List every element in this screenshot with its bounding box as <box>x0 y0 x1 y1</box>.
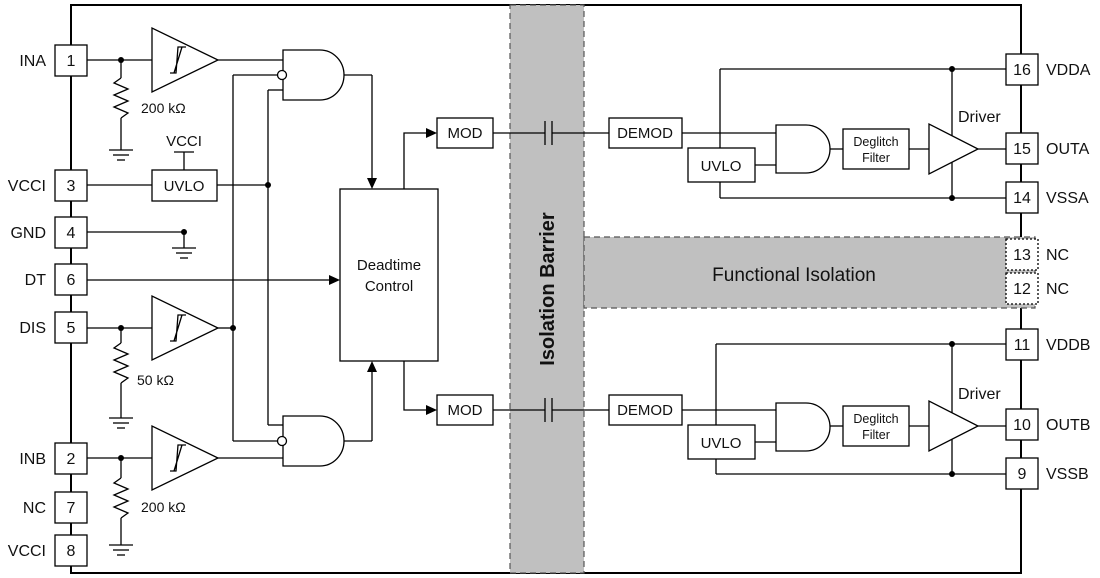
deadtime-control-block: Deadtime Control <box>339 188 439 362</box>
ina-input-path: 200 kΩ <box>87 57 186 161</box>
demod-b-label: DEMOD <box>617 402 673 419</box>
mod-a: MOD <box>403 117 494 189</box>
ina-schmitt-buffer <box>151 26 220 94</box>
svg-text:Deglitch: Deglitch <box>853 135 898 149</box>
isolation-capacitor-a <box>493 121 609 145</box>
svg-text:UVLO: UVLO <box>164 178 205 195</box>
svg-text:Deglitch: Deglitch <box>853 412 898 426</box>
svg-text:12: 12 <box>1013 281 1031 298</box>
svg-text:DIS: DIS <box>19 320 46 337</box>
svg-text:7: 7 <box>67 500 76 517</box>
inb-schmitt-buffer <box>151 424 220 492</box>
functional-isolation: Functional Isolation <box>583 236 1036 309</box>
svg-text:VSSA: VSSA <box>1046 190 1089 207</box>
svg-text:16: 16 <box>1013 62 1031 79</box>
svg-text:GND: GND <box>10 225 46 242</box>
dis-input-path: 50 kΩ <box>87 325 174 429</box>
pin-8-vcci: 8 VCCI <box>8 534 88 567</box>
svg-text:VCCI: VCCI <box>8 178 46 195</box>
demod-a-label: DEMOD <box>617 125 673 142</box>
svg-text:14: 14 <box>1013 190 1031 207</box>
svg-text:6: 6 <box>67 272 76 289</box>
svg-text:VDDA: VDDA <box>1046 62 1091 79</box>
pin-5-dis: 5 DIS <box>19 311 88 344</box>
svg-text:4: 4 <box>67 225 76 242</box>
svg-text:10: 10 <box>1013 417 1031 434</box>
dis-resistor-label: 50 kΩ <box>137 372 174 388</box>
uvlo-a-label: UVLO <box>701 158 742 175</box>
svg-text:13: 13 <box>1013 247 1031 264</box>
uvlo-b-label: UVLO <box>701 435 742 452</box>
channel-b: DEMOD UVLO Deglitch Filter Driver <box>608 341 1006 477</box>
svg-text:9: 9 <box>1018 466 1027 483</box>
svg-text:NC: NC <box>23 500 46 517</box>
functional-isolation-label: Functional Isolation <box>712 265 876 286</box>
svg-text:5: 5 <box>67 320 76 337</box>
svg-text:Control: Control <box>365 278 413 295</box>
svg-text:MOD: MOD <box>448 402 483 419</box>
left-pins: 1 INA 3 VCCI 4 GND 6 DT 5 DIS 2 INB <box>8 44 88 567</box>
isolation-capacitor-b <box>493 398 609 422</box>
svg-text:NC: NC <box>1046 281 1069 298</box>
svg-text:INB: INB <box>19 451 46 468</box>
svg-text:15: 15 <box>1013 141 1031 158</box>
svg-text:Filter: Filter <box>862 428 890 442</box>
svg-text:3: 3 <box>67 178 76 195</box>
dt-path <box>87 275 340 285</box>
isolation-barrier-label: Isolation Barrier <box>537 212 559 366</box>
svg-text:1: 1 <box>67 53 76 70</box>
primary-uvlo: UVLO VCCI <box>87 133 271 202</box>
svg-text:Filter: Filter <box>862 151 890 165</box>
gnd-path <box>87 229 196 259</box>
pin-3-vcci: 3 VCCI <box>8 169 88 202</box>
pin-15-outa: 15 OUTA <box>1005 132 1090 165</box>
ina-resistor-label: 200 kΩ <box>141 100 186 116</box>
driver-b-label: Driver <box>958 386 1001 403</box>
svg-text:DT: DT <box>25 272 47 289</box>
isolation-barrier: Isolation Barrier <box>509 4 585 574</box>
and-gate-a <box>276 49 377 189</box>
pin-9-vssb: 9 VSSB <box>1005 457 1089 490</box>
pin-12-nc: 12 NC <box>1005 272 1069 305</box>
svg-text:2: 2 <box>67 451 76 468</box>
pin-2-inb: 2 INB <box>19 442 88 475</box>
pin-11-vddb: 11 VDDB <box>1005 328 1090 361</box>
logic-bus <box>232 74 283 442</box>
dis-schmitt-buffer <box>151 294 220 362</box>
pin-1-ina: 1 INA <box>19 44 88 77</box>
svg-text:MOD: MOD <box>448 125 483 142</box>
channel-a: DEMOD UVLO Deglitch Filter Driver <box>608 66 1006 201</box>
svg-text:OUTB: OUTB <box>1046 417 1090 434</box>
and-gate-b <box>276 361 377 467</box>
pin-10-outb: 10 OUTB <box>1005 408 1090 441</box>
svg-text:NC: NC <box>1046 247 1069 264</box>
svg-text:OUTA: OUTA <box>1046 141 1090 158</box>
svg-text:Deadtime: Deadtime <box>357 257 421 274</box>
pin-13-nc: 13 NC <box>1005 238 1069 271</box>
driver-a-label: Driver <box>958 109 1001 126</box>
svg-text:INA: INA <box>19 53 46 70</box>
vcci-supply-label: VCCI <box>166 133 202 150</box>
mod-b: MOD <box>403 361 494 426</box>
svg-text:8: 8 <box>67 543 76 560</box>
svg-text:11: 11 <box>1014 337 1031 354</box>
right-pins: 16 VDDA 15 OUTA 14 VSSA 13 NC 12 NC 11 V… <box>1005 53 1091 490</box>
inb-input-path: 200 kΩ <box>87 455 186 556</box>
pin-16-vdda: 16 VDDA <box>1005 53 1091 86</box>
svg-text:VSSB: VSSB <box>1046 466 1089 483</box>
pin-6-dt: 6 DT <box>25 263 88 296</box>
pin-7-nc: 7 NC <box>23 491 88 524</box>
svg-text:VDDB: VDDB <box>1046 337 1090 354</box>
inb-resistor-label: 200 kΩ <box>141 499 186 515</box>
svg-text:VCCI: VCCI <box>8 543 46 560</box>
pin-14-vssa: 14 VSSA <box>1005 181 1089 214</box>
pin-4-gnd: 4 GND <box>10 216 88 249</box>
